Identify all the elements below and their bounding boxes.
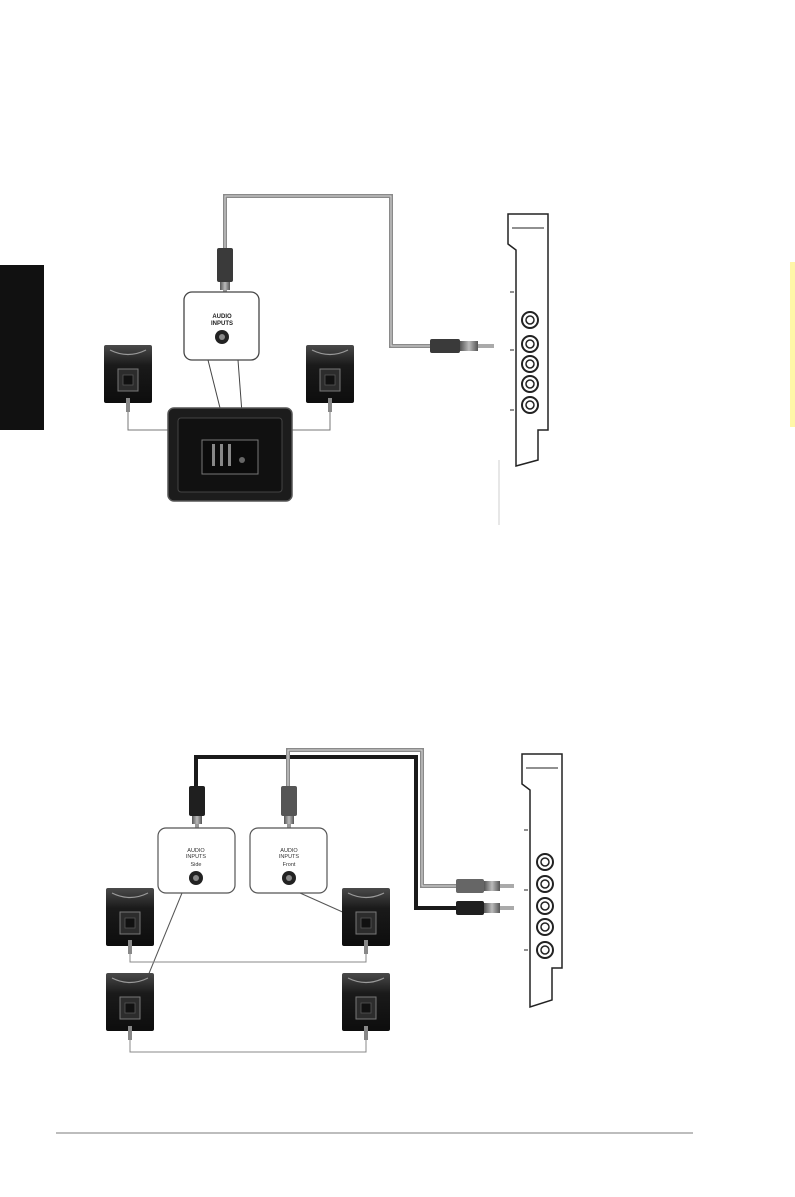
side-panel-name: Side [190, 862, 201, 868]
right-speaker-icon [306, 345, 354, 403]
panel-label-line2: INPUTS [211, 321, 233, 327]
side-panel-line2: INPUTS [186, 854, 207, 860]
bottom-diagram: AUDIO INPUTS Side AUDIO INPUTS Front [106, 750, 562, 1052]
audio-jack-plug-icon [189, 786, 205, 834]
rear-left-speaker-icon [106, 973, 154, 1031]
panel-label-line1: AUDIO [212, 314, 232, 320]
rear-right-speaker-icon [342, 973, 390, 1031]
subwoofer-icon [168, 408, 292, 501]
audio-card-bracket-icon [522, 754, 562, 1007]
input-jack-icon [215, 330, 229, 344]
top-diagram: AUDIO INPUTS [104, 196, 548, 525]
front-left-speaker-icon [106, 888, 154, 946]
audio-jack-plug-icon [430, 339, 494, 353]
input-jack-icon [189, 871, 203, 885]
input-jack-icon [282, 871, 296, 885]
left-speaker-icon [104, 345, 152, 403]
audio-jack-plug-icon [456, 879, 514, 893]
audio-card-bracket-icon [508, 214, 548, 466]
front-panel-line2: INPUTS [279, 854, 300, 860]
front-panel-name: Front [283, 862, 296, 868]
front-right-speaker-icon [342, 888, 390, 946]
audio-jack-plug-icon [456, 901, 514, 915]
audio-jack-plug-icon [281, 786, 297, 834]
